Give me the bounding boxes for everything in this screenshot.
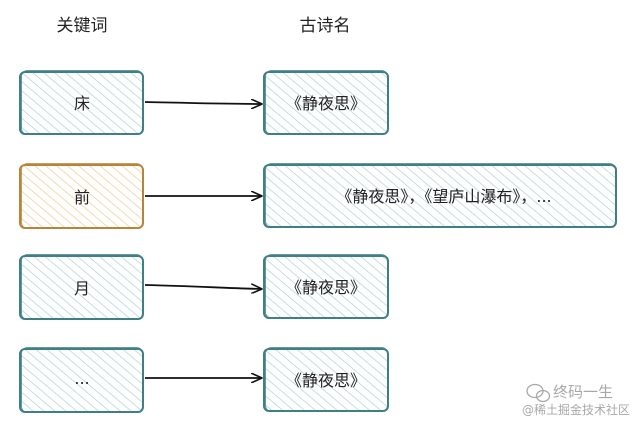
poem-label: 《静夜思》，《望庐山瀑布》，...: [336, 187, 551, 206]
poem-label: 《静夜思》: [286, 94, 366, 113]
keyword-label: ...: [74, 369, 89, 388]
keyword-column-header: 关键词: [57, 16, 108, 36]
arrow-1: [144, 102, 262, 104]
poem-label: 《静夜思》: [286, 371, 366, 390]
wechat-icon: [526, 383, 551, 403]
row-4: ... 《静夜思》: [19, 347, 389, 413]
row-1: 床 《静夜思》: [19, 70, 389, 135]
watermark-site: @稀土掘金技术社区: [522, 402, 630, 417]
keyword-label: 前: [74, 188, 90, 207]
keyword-box-4: ...: [19, 347, 144, 413]
row-3: 月 《静夜思》: [19, 254, 389, 320]
watermark-author: 终码一生: [553, 383, 613, 401]
keyword-box-1: 床: [19, 70, 144, 135]
poem-box-4: 《静夜思》: [263, 347, 389, 412]
poem-label: 《静夜思》: [286, 278, 366, 297]
row-2: 前 《静夜思》，《望庐山瀑布》，...: [19, 163, 617, 229]
keyword-label: 床: [74, 94, 90, 113]
poem-box-3: 《静夜思》: [263, 254, 389, 319]
poem-box-2: 《静夜思》，《望庐山瀑布》，...: [263, 163, 617, 228]
keyword-box-2: 前: [19, 163, 144, 229]
keyword-box-3: 月: [19, 254, 144, 320]
poem-column-header: 古诗名: [300, 16, 351, 36]
watermark: 终码一生 @稀土掘金技术社区: [522, 383, 630, 417]
arrow-3: [144, 285, 262, 289]
keyword-label: 月: [74, 279, 90, 298]
poem-box-1: 《静夜思》: [263, 70, 389, 135]
